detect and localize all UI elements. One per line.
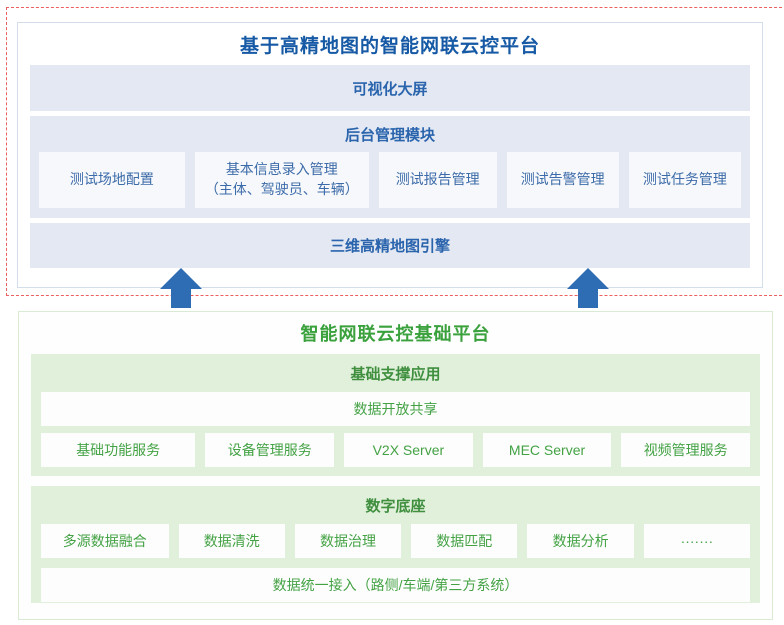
node-device-mgmt-service: 设备管理服务 (205, 433, 335, 467)
node-label: 测试告警管理 (520, 171, 605, 188)
support-apps-label: 基础支撑应用 (350, 365, 441, 383)
digital-base-label: 数字底座 (365, 497, 426, 515)
base-platform-title: 智能网联云控基础平台 (300, 324, 491, 344)
node-data-analysis: 数据分析 (527, 524, 634, 558)
up-arrow-icon (160, 268, 202, 308)
node-label: 基本信息录入管理 (225, 161, 338, 178)
support-apps-section: 基础支撑应用 数据开放共享 基础功能服务 设备管理服务 V2X Server M… (31, 354, 760, 476)
node-mec-server: MEC Server (482, 433, 612, 467)
visualization-screen-bar: 可视化大屏 (30, 65, 750, 111)
node-multisource-data-fusion: 多源数据融合 (41, 524, 169, 558)
backend-management-items: 测试场地配置 基本信息录入管理 （主体、驾驶员、车辆） 测试报告管理 测试告警管… (39, 152, 741, 208)
node-test-task-mgmt: 测试任务管理 (628, 152, 741, 208)
hd-map-platform-panel: 基于高精地图的智能网联云控平台 可视化大屏 后台管理模块 测试场地配置 基本信息… (17, 22, 763, 288)
node-data-governance: 数据治理 (294, 524, 402, 558)
support-apps-items: 基础功能服务 设备管理服务 V2X Server MEC Server 视频管理… (41, 433, 751, 467)
base-platform-panel: 智能网联云控基础平台 基础支撑应用 数据开放共享 基础功能服务 设备管理服务 V… (18, 311, 773, 620)
data-open-sharing-bar: 数据开放共享 (41, 392, 750, 426)
node-label: 测试报告管理 (395, 171, 480, 188)
node-basic-function-service: 基础功能服务 (41, 433, 196, 467)
node-test-site-config: 测试场地配置 (39, 152, 185, 208)
node-basic-info-entry: 基本信息录入管理 （主体、驾驶员、车辆） (194, 152, 369, 208)
up-arrow-icon (567, 268, 609, 308)
backend-management-label: 后台管理模块 (344, 126, 435, 144)
hd-map-platform-title: 基于高精地图的智能网联云控平台 (239, 35, 540, 57)
node-label: 测试任务管理 (642, 171, 727, 188)
hd-map-platform-outline (6, 7, 784, 296)
node-video-mgmt-service: 视频管理服务 (621, 433, 751, 467)
node-data-cleaning: 数据清洗 (178, 524, 285, 558)
node-ellipsis: ······· (643, 524, 751, 558)
hd-map-engine-bar: 三维高精地图引擎 (30, 223, 750, 268)
node-sublabel: （主体、驾驶员、车辆） (204, 181, 359, 197)
node-v2x-server: V2X Server (344, 433, 473, 467)
digital-base-section: 数字底座 多源数据融合 数据清洗 数据治理 数据匹配 数据分析 ······· … (31, 486, 760, 603)
node-test-alarm-mgmt: 测试告警管理 (506, 152, 619, 208)
digital-base-items: 多源数据融合 数据清洗 数据治理 数据匹配 数据分析 ······· (41, 524, 751, 558)
unified-data-access-bar: 数据统一接入（路侧/车端/第三方系统） (41, 568, 750, 602)
backend-management-module: 后台管理模块 测试场地配置 基本信息录入管理 （主体、驾驶员、车辆） 测试报告管… (30, 116, 750, 218)
node-label: 测试场地配置 (69, 171, 154, 188)
node-test-report-mgmt: 测试报告管理 (378, 152, 497, 208)
node-data-matching: 数据匹配 (411, 524, 518, 558)
